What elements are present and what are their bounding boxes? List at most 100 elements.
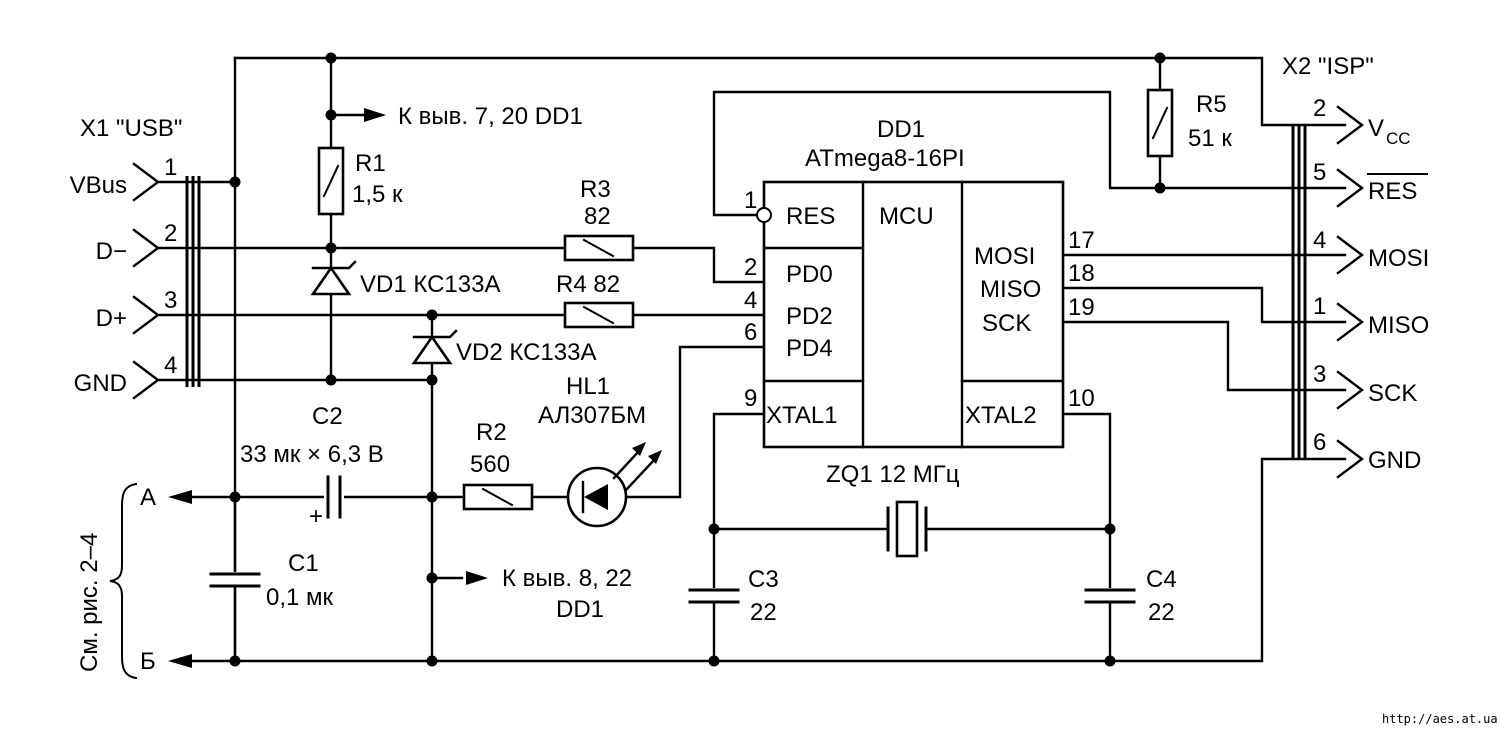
- watermark: http://aes.at.ua: [1382, 712, 1498, 726]
- svg-text:6: 6: [1313, 429, 1326, 456]
- connector-x2: X2 "ISP" 2 V CC 5 RES 4 MOSI 1 MISO 3 SC…: [1282, 53, 1429, 479]
- svg-text:5: 5: [1313, 159, 1326, 186]
- svg-text:RES: RES: [786, 203, 835, 230]
- svg-text:PD4: PD4: [786, 335, 833, 362]
- svg-text:XTAL1: XTAL1: [766, 402, 838, 429]
- svg-text:R1: R1: [355, 150, 386, 177]
- svg-text:XTAL2: XTAL2: [965, 402, 1037, 429]
- mcu-part: ATmega8-16PI: [805, 145, 965, 172]
- svg-text:6: 6: [744, 319, 757, 346]
- connector-buses: [185, 125, 1307, 459]
- terminal-a-label: А: [140, 484, 156, 511]
- x1-title: X1 "USB": [80, 115, 182, 142]
- svg-text:RES: RES: [1368, 178, 1417, 205]
- svg-text:51 к: 51 к: [1188, 125, 1232, 152]
- svg-text:R5: R5: [1196, 91, 1227, 118]
- svg-text:SCK: SCK: [1368, 380, 1417, 407]
- svg-text:ZQ1 12 МГц: ZQ1 12 МГц: [826, 461, 960, 488]
- svg-text:9: 9: [744, 385, 757, 412]
- resistor-r4: R4 82: [556, 271, 635, 329]
- x1-pin-4: 4 GND: [74, 352, 177, 400]
- svg-text:GND: GND: [1368, 447, 1421, 474]
- crystal-zq1: ZQ1 12 МГц: [826, 461, 960, 558]
- svg-text:C1: C1: [288, 550, 319, 577]
- svg-text:VBus: VBus: [70, 172, 127, 199]
- svg-text:VD1 КС133А: VD1 КС133А: [360, 271, 500, 298]
- svg-text:22: 22: [1148, 599, 1175, 626]
- svg-text:R4 82: R4 82: [556, 271, 620, 298]
- capacitor-c3: C3 22: [688, 566, 779, 626]
- svg-text:1: 1: [744, 187, 757, 214]
- resistor-r2: R2 560: [462, 419, 534, 511]
- resistor-r5: R5 51 к: [1146, 88, 1232, 158]
- svg-text:VD2 КС133А: VD2 КС133А: [456, 339, 596, 366]
- capacitor-c2: + C2 33 мк × 6,3 В: [240, 403, 384, 530]
- terminal-b-label: Б: [140, 648, 156, 675]
- x2-pin-4: 4 MOSI: [1313, 227, 1429, 275]
- capacitor-c1: C1 0,1 мк: [209, 550, 334, 611]
- mcu-ref: DD1: [877, 116, 925, 143]
- svg-text:1,5 к: 1,5 к: [352, 181, 403, 208]
- svg-text:560: 560: [470, 451, 510, 478]
- resistor-r3: R3 82: [563, 176, 635, 262]
- see-figure-note: См. рис. 2–4: [76, 533, 103, 672]
- svg-text:C4: C4: [1146, 566, 1177, 593]
- svg-text:SCK: SCK: [982, 310, 1031, 337]
- svg-text:MOSI: MOSI: [1368, 245, 1429, 272]
- svg-text:2: 2: [744, 254, 757, 281]
- led-hl1: HL1 АЛ307БМ: [538, 373, 662, 528]
- x2-pin-3: 3 SCK: [1313, 361, 1417, 410]
- svg-text:82: 82: [584, 203, 611, 230]
- svg-text:C2: C2: [312, 403, 343, 430]
- resistor-r1: R1 1,5 к: [317, 146, 403, 216]
- svg-text:+: +: [309, 503, 323, 530]
- x2-title: X2 "ISP": [1282, 53, 1374, 80]
- mcu-dd1: DD1 ATmega8-16PI MCU RES 1 PD0 2 PD2 4 P…: [744, 116, 1095, 449]
- svg-text:MOSI: MOSI: [974, 243, 1035, 270]
- svg-text:PD0: PD0: [786, 261, 833, 288]
- x1-pin-2: 2 D−: [96, 220, 177, 268]
- svg-text:2: 2: [164, 220, 177, 247]
- zener-vd2: VD2 КС133А: [411, 329, 596, 366]
- svg-text:HL1: HL1: [566, 373, 610, 400]
- x1-pin-3: 3 D+: [96, 287, 177, 335]
- svg-text:33 мк × 6,3 В: 33 мк × 6,3 В: [240, 441, 384, 468]
- x2-pin-2: 2 V CC: [1313, 95, 1411, 148]
- svg-text:2: 2: [1313, 95, 1326, 122]
- svg-text:3: 3: [164, 287, 177, 314]
- x2-pin-1: 1 MISO: [1313, 293, 1429, 342]
- svg-text:3: 3: [1313, 361, 1326, 388]
- junction-dots: [229, 52, 1166, 667]
- svg-text:10: 10: [1068, 385, 1095, 412]
- svg-text:0,1 мк: 0,1 мк: [266, 584, 334, 611]
- svg-text:R3: R3: [580, 176, 611, 203]
- svg-text:19: 19: [1068, 294, 1095, 321]
- vcc-destination-note: К выв. 7, 20 DD1: [398, 103, 583, 130]
- svg-text:1: 1: [164, 154, 177, 181]
- x1-pin-1: 1 VBus: [70, 154, 177, 202]
- arrowheads: [168, 108, 488, 668]
- svg-text:22: 22: [750, 599, 777, 626]
- x2-pin-6: 6 GND: [1313, 429, 1421, 479]
- x2-pin-5: 5 RES: [1313, 159, 1428, 208]
- curly-brace: [109, 482, 138, 680]
- gnd-destination-note-1: К выв. 8, 22: [502, 565, 632, 592]
- gnd-destination-note-2: DD1: [556, 596, 604, 623]
- svg-text:CC: CC: [1386, 129, 1411, 148]
- capacitor-c4: C4 22: [1084, 566, 1177, 626]
- annotations: К выв. 7, 20 DD1 К выв. 8, 22 DD1 А Б См…: [76, 103, 1498, 726]
- zener-vd1: VD1 КС133А: [310, 260, 500, 298]
- svg-text:V: V: [1368, 115, 1384, 142]
- svg-text:4: 4: [164, 352, 177, 379]
- svg-text:АЛ307БМ: АЛ307БМ: [538, 402, 646, 429]
- connector-x1: X1 "USB" 1 VBus 2 D− 3 D+ 4 GND: [70, 115, 182, 400]
- svg-text:MISO: MISO: [980, 276, 1041, 303]
- svg-text:4: 4: [744, 287, 757, 314]
- svg-text:18: 18: [1068, 260, 1095, 287]
- svg-text:1: 1: [1313, 293, 1326, 320]
- svg-text:MISO: MISO: [1368, 312, 1429, 339]
- svg-text:PD2: PD2: [786, 303, 833, 330]
- svg-text:GND: GND: [74, 370, 127, 397]
- svg-text:17: 17: [1068, 227, 1095, 254]
